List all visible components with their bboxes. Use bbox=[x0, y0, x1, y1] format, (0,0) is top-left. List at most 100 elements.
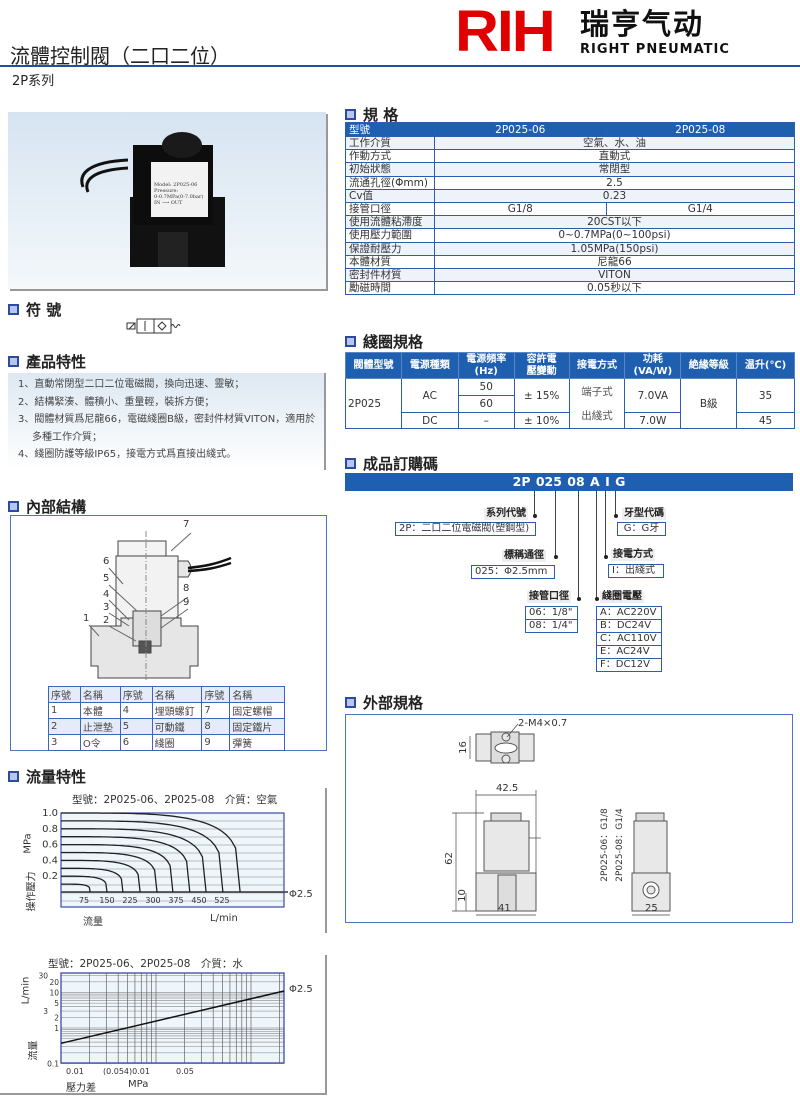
page-title: 流體控制閥（二口二位） bbox=[10, 44, 230, 68]
spec-value: 尼龍66 bbox=[433, 254, 796, 269]
spec-label: 接管口徑 bbox=[345, 201, 435, 217]
voltage-option: C：AC110V bbox=[597, 633, 661, 646]
cell: 6 bbox=[119, 734, 153, 751]
flow-curve bbox=[61, 851, 158, 893]
cell: 7.0VA bbox=[624, 378, 682, 413]
section-symbol: 符 號 bbox=[8, 299, 61, 320]
y-tick-label: 0.2 bbox=[42, 871, 58, 882]
leader-line bbox=[615, 491, 616, 516]
header-cell: 電源頻率 (Hz) bbox=[457, 352, 515, 379]
chart-panel-air bbox=[0, 788, 327, 933]
plot-frame bbox=[60, 972, 285, 1064]
plot-area bbox=[61, 973, 284, 1063]
photo-label-line: 0-0.7MPa(0-7.0bar) bbox=[154, 194, 204, 200]
spec-value: 直動式 bbox=[433, 149, 796, 164]
callout-4: 4 bbox=[103, 589, 110, 600]
y-tick-label: 10 bbox=[49, 989, 59, 998]
order-code-bar: 2P 025 08 A I G bbox=[345, 473, 793, 491]
callout-3: 3 bbox=[103, 602, 110, 613]
spec-label: 使用壓力範圍 bbox=[345, 228, 435, 243]
section-bullet-icon bbox=[345, 109, 356, 120]
y-tick-label: 30 bbox=[38, 972, 48, 981]
dim-62: 62 bbox=[443, 852, 455, 865]
spec-label: 初始狀態 bbox=[345, 162, 435, 177]
leader-line bbox=[534, 491, 535, 516]
cell: 50 bbox=[457, 378, 515, 396]
structure-panel: 1 2 3 4 5 6 7 8 9 bbox=[10, 515, 327, 751]
section-bullet-icon bbox=[8, 501, 19, 512]
flow-curve bbox=[61, 867, 124, 893]
table-row: 作動方式直動式 bbox=[345, 149, 796, 164]
section-title: 規 格 bbox=[363, 106, 399, 124]
chart2-series-label: Φ2.5 bbox=[289, 984, 313, 995]
section-features: 產品特性 bbox=[8, 351, 86, 372]
y-tick-label: 20 bbox=[49, 978, 59, 987]
table-row: 初始狀態常閉型 bbox=[345, 162, 796, 177]
dim-41: 41 bbox=[498, 903, 511, 914]
section-bullet-icon bbox=[8, 304, 19, 315]
header-cell: 接電方式 bbox=[568, 352, 626, 379]
header-cell: 功耗 (VA/W) bbox=[624, 352, 682, 379]
cell: 2 bbox=[48, 718, 81, 735]
leader-dot bbox=[533, 514, 537, 518]
spec-label: 作動方式 bbox=[345, 149, 435, 164]
table-row: 2P025 AC 50 ± 15% 端子式出綫式 7.0VA B級 35 bbox=[345, 378, 795, 429]
header-cell: 温升(℃) bbox=[736, 352, 795, 379]
cell: – bbox=[457, 412, 515, 429]
cell: DC bbox=[400, 412, 459, 429]
port-option: 08：1/4" bbox=[529, 620, 573, 631]
section-bullet-icon bbox=[8, 771, 19, 782]
header-cell: 2P025-06 bbox=[433, 122, 607, 137]
header-cell: 絶緣等級 bbox=[680, 352, 738, 379]
spec-value: 2.5 bbox=[433, 175, 796, 190]
spec-value: 1.05MPa(150psi) bbox=[433, 241, 796, 256]
table-row: 60 bbox=[346, 395, 795, 413]
flow-curve bbox=[61, 875, 108, 893]
order-connection-label: 接電方式 bbox=[611, 549, 655, 561]
table-row: 流通孔徑(Φmm)2.5 bbox=[345, 175, 796, 190]
photo-label-line: Model: 2P025-06 bbox=[154, 182, 198, 188]
flow-curve bbox=[61, 859, 141, 893]
spec-value: G1/4 bbox=[605, 201, 796, 217]
callout-1: 1 bbox=[83, 613, 90, 624]
section-title: 成品訂購碼 bbox=[363, 455, 439, 473]
table-row: 本體材質尼龍66 bbox=[345, 254, 796, 269]
callout-6: 6 bbox=[103, 556, 110, 567]
spec-label: 工作介質 bbox=[345, 135, 435, 151]
leader-dot bbox=[604, 555, 608, 559]
spec-label: Cv值 bbox=[345, 188, 435, 203]
section-title: 符 號 bbox=[26, 301, 62, 319]
spec-label: 流通孔徑(Φmm) bbox=[345, 175, 435, 190]
y-tick-label: 1 bbox=[54, 1024, 59, 1033]
x-tick-label: 375 bbox=[168, 896, 183, 905]
spec-value: G1/8 bbox=[433, 201, 607, 217]
order-bore-value: 025：Φ2.5mm bbox=[471, 565, 555, 579]
callout-5: 5 bbox=[103, 573, 110, 584]
header-cell: 2P025-08 bbox=[605, 122, 796, 137]
spec-value: 常閉型 bbox=[433, 162, 796, 177]
flow-curve bbox=[61, 843, 174, 893]
logo-mark: RIH bbox=[455, 0, 556, 64]
spec-label: 保證耐壓力 bbox=[345, 241, 435, 256]
cell: 45 bbox=[736, 412, 795, 429]
table-row: 工作介質空氣、水、油 bbox=[345, 135, 796, 151]
section-title: 外部規格 bbox=[363, 694, 424, 712]
voltage-option: A：AC220V bbox=[597, 607, 661, 620]
section-structure: 內部結構 bbox=[8, 496, 86, 517]
flow-curve bbox=[61, 812, 241, 893]
spec-label: 本體材質 bbox=[345, 254, 435, 269]
spec-value: 空氣、水、油 bbox=[433, 135, 796, 151]
flow-curve bbox=[61, 820, 224, 893]
section-dims: 外部規格 bbox=[345, 692, 423, 713]
features-list: 1、直動常閉型二口二位電磁閥，換向迅速、靈敏； 2、結構緊湊、體積小、重量輕，裝… bbox=[8, 373, 326, 470]
callout-7: 7 bbox=[183, 519, 190, 530]
flow-curve bbox=[61, 836, 191, 893]
order-thread-value: G：G牙 bbox=[617, 522, 666, 536]
